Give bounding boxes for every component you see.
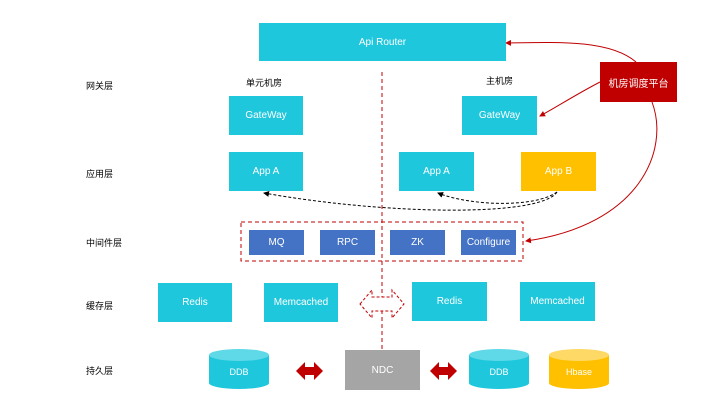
memcached-right-label: Memcached xyxy=(530,296,585,307)
ddb-right-top xyxy=(469,349,529,361)
gateway-right-label: GateWay xyxy=(478,110,521,121)
app-a-left-box[interactable]: App A xyxy=(229,152,303,191)
gateway-left-label: GateWay xyxy=(245,110,287,121)
room-label-unit: 单元机房 xyxy=(246,78,283,88)
layer-label-app: 应用层 xyxy=(86,169,114,179)
cache-sync-double-arrow xyxy=(359,288,405,320)
layer-label-gateway: 网关层 xyxy=(86,81,114,91)
ddb-left-top xyxy=(209,349,269,361)
redis-right-box[interactable]: Redis xyxy=(412,282,487,321)
redis-left-label: Redis xyxy=(182,297,208,308)
zk-label: ZK xyxy=(411,237,424,248)
memcached-left-label: Memcached xyxy=(273,297,329,308)
ddb-right-label: DDB xyxy=(489,367,509,377)
gateway-left-box[interactable]: GateWay xyxy=(229,96,303,135)
ddb-right-cylinder[interactable]: DDB xyxy=(469,349,529,389)
scheduler-box[interactable]: 机房调度平台 xyxy=(600,62,677,102)
ddb-ndc-right-double-arrow xyxy=(430,362,457,380)
app-a-right-box[interactable]: App A xyxy=(399,152,474,191)
ddb-left-cylinder[interactable]: DDB xyxy=(209,349,269,389)
appb-to-right-appa-arrow xyxy=(437,191,558,204)
gateway-right-box[interactable]: GateWay xyxy=(462,96,537,135)
redis-left-box[interactable]: Redis xyxy=(158,283,232,322)
api-router-box[interactable]: Api Router xyxy=(259,23,506,61)
hbase-top xyxy=(549,349,609,361)
hbase-cylinder[interactable]: Hbase xyxy=(549,349,609,389)
middleware-container xyxy=(240,221,524,262)
redis-right-label: Redis xyxy=(436,296,463,307)
zk-box[interactable]: ZK xyxy=(390,230,445,255)
layer-label-middleware: 中间件层 xyxy=(86,238,123,248)
layer-label-cache: 缓存层 xyxy=(86,301,114,311)
app-b-label: App B xyxy=(544,166,573,177)
scheduler-to-gateway-arrow xyxy=(539,81,601,117)
configure-box[interactable]: Configure xyxy=(461,230,516,255)
ddb-ndc-left-double-arrow xyxy=(296,362,323,380)
hbase-label: Hbase xyxy=(565,367,592,377)
room-label-main: 主机房 xyxy=(486,76,514,86)
app-a-left-label: App A xyxy=(252,166,280,177)
memcached-left-box[interactable]: Memcached xyxy=(264,283,338,322)
ddb-left-label: DDB xyxy=(229,367,249,377)
scheduler-label: 机房调度平台 xyxy=(608,78,669,90)
rpc-label: RPC xyxy=(336,237,359,248)
scheduler-to-configure-arrow xyxy=(525,101,658,244)
app-a-right-label: App A xyxy=(423,166,450,177)
mq-box[interactable]: MQ xyxy=(249,230,304,255)
mq-label: MQ xyxy=(268,237,285,248)
appb-to-left-appa-arrow xyxy=(263,190,558,211)
configure-label: Configure xyxy=(466,237,511,248)
layer-label-persist: 持久层 xyxy=(86,366,114,376)
rpc-box[interactable]: RPC xyxy=(320,230,375,255)
ndc-label: NDC xyxy=(371,364,394,376)
ndc-box[interactable]: NDC xyxy=(345,350,420,390)
app-b-box[interactable]: App B xyxy=(521,152,596,191)
scheduler-to-router-arrow xyxy=(505,39,637,63)
api-router-label: Api Router xyxy=(358,36,407,48)
memcached-right-box[interactable]: Memcached xyxy=(520,282,595,321)
